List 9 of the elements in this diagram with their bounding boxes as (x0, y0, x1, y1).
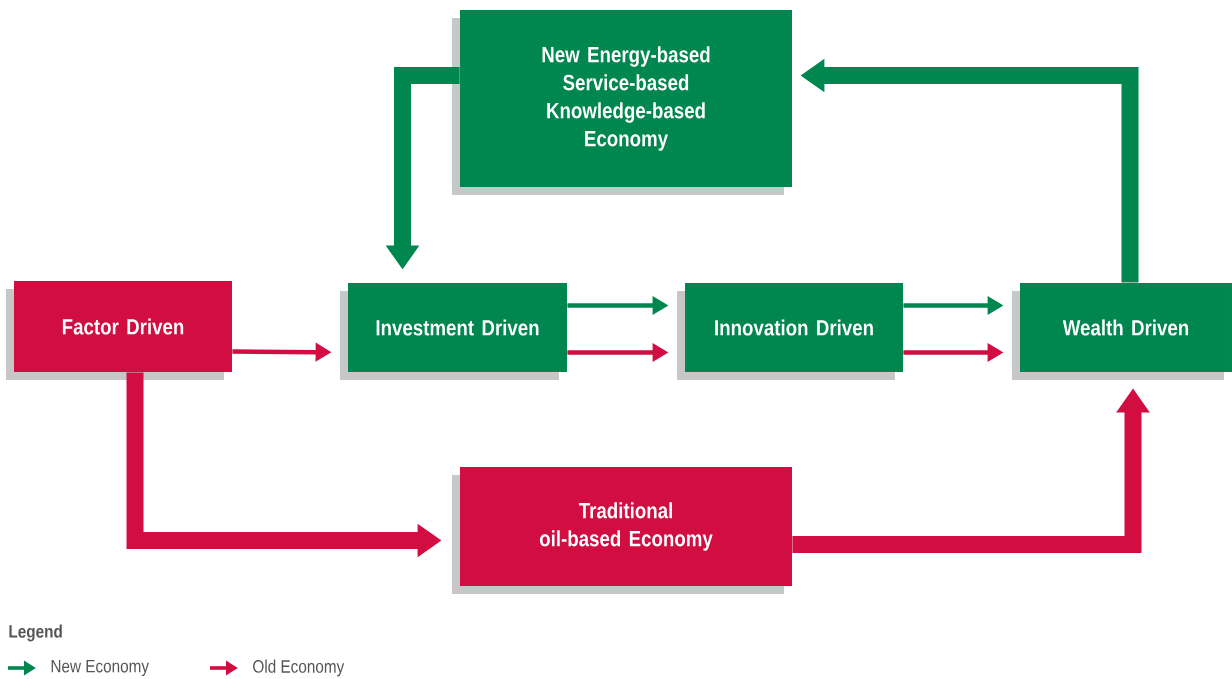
stage-box: Factor Driven (6, 281, 232, 380)
legend-title: Legend (9, 624, 62, 642)
stage-box: Innovation Driven (677, 283, 903, 380)
legend-text: New Economy (51, 659, 149, 677)
legend-text: Old Economy (253, 659, 345, 677)
economy-box: Traditional oil-based Economy (452, 467, 792, 594)
stage-box: Investment Driven (340, 283, 567, 380)
economy-box: New Energy-based Service-based Knowledge-based Economy (452, 10, 792, 195)
stage-box: Wealth Driven (1012, 283, 1232, 380)
